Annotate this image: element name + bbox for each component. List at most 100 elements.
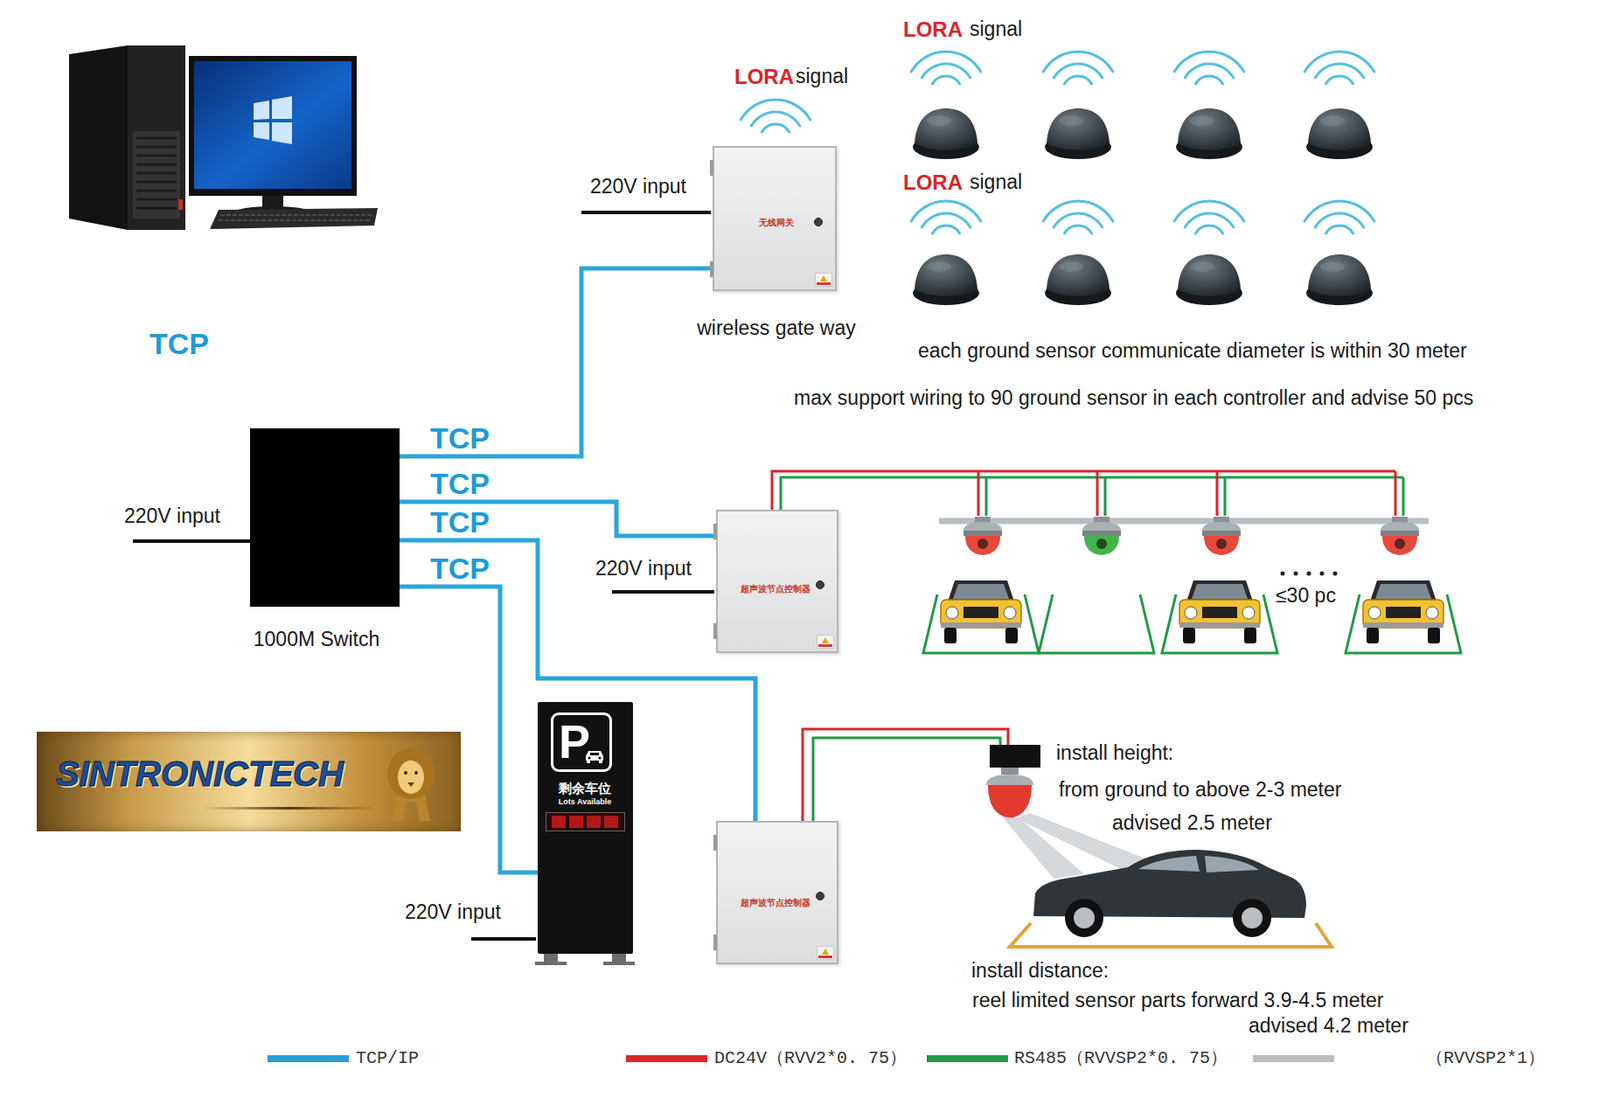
computer bbox=[253, 122, 270, 140]
computer bbox=[194, 61, 352, 189]
note: reel limited sensor parts forward 3.9-4.… bbox=[972, 988, 1384, 1012]
logo-underline bbox=[202, 806, 378, 810]
bus-wiring bbox=[986, 477, 1404, 516]
link-label: TCP bbox=[428, 553, 492, 584]
ellipsis-dots bbox=[1320, 571, 1325, 577]
power-label: 220V input bbox=[590, 174, 687, 198]
legend-text: （RVVSP2*1） bbox=[1426, 1048, 1545, 1069]
car-icon bbox=[590, 752, 599, 756]
warning-band bbox=[818, 644, 833, 647]
sign-feet bbox=[535, 953, 635, 966]
sensor-wiring bbox=[802, 729, 1009, 821]
sign-subtitle: Lots Available bbox=[558, 797, 612, 807]
display-digit bbox=[604, 815, 619, 828]
power-label: 220V input bbox=[404, 900, 501, 924]
computer bbox=[209, 208, 378, 230]
illustration bbox=[1043, 201, 1114, 234]
ellipsis-dots bbox=[1280, 571, 1338, 577]
lion-emblem bbox=[414, 771, 418, 775]
link-label: TCP bbox=[428, 468, 492, 499]
lion-emblem bbox=[407, 782, 415, 787]
illustration bbox=[1044, 254, 1112, 306]
car-side bbox=[1033, 849, 1307, 938]
overhead-sensor bbox=[1001, 767, 1019, 775]
cabinet-lock bbox=[815, 580, 825, 590]
illustration bbox=[1044, 108, 1112, 160]
warning-band bbox=[816, 282, 831, 286]
warning-sticker bbox=[816, 946, 835, 960]
car-side bbox=[1138, 855, 1200, 872]
cabinet-lock bbox=[815, 891, 825, 901]
illustration bbox=[1175, 254, 1243, 306]
link-label: TCP bbox=[428, 423, 492, 453]
signal-word: signal bbox=[795, 64, 849, 88]
car-side bbox=[1204, 855, 1260, 873]
signal-type: LORA bbox=[734, 64, 794, 90]
note: from ground to above 2-3 meter bbox=[1058, 778, 1342, 801]
parking-bay bbox=[1009, 923, 1332, 947]
illustration bbox=[1306, 108, 1373, 160]
computer bbox=[253, 100, 270, 120]
power-input-line bbox=[471, 937, 536, 941]
cabinet-hinge bbox=[713, 934, 717, 951]
sign-feet bbox=[543, 953, 558, 963]
node-controller: 超声波节点控制器 bbox=[716, 509, 839, 654]
power-input-line bbox=[612, 590, 715, 594]
count-display bbox=[545, 812, 626, 832]
note-heading: install distance: bbox=[971, 959, 1109, 982]
illustration bbox=[1202, 516, 1241, 556]
tcp-link bbox=[399, 268, 713, 457]
gateway-marking: 无线网关 bbox=[758, 217, 794, 229]
illustration bbox=[912, 254, 980, 306]
illustration bbox=[1174, 51, 1245, 84]
lion-emblem bbox=[397, 760, 425, 794]
network-switch: 1000M Switch bbox=[250, 428, 400, 607]
note-heading: install height: bbox=[1056, 741, 1174, 765]
mounting-rail bbox=[939, 518, 1429, 525]
car-icon bbox=[585, 751, 604, 761]
signal-word: signal bbox=[969, 170, 1023, 194]
illustration bbox=[1179, 580, 1260, 644]
lion-emblem bbox=[379, 744, 443, 821]
switch-label: 1000M Switch bbox=[253, 627, 380, 651]
power-input-line bbox=[132, 539, 251, 543]
bus-wiring bbox=[978, 471, 1396, 516]
ellipsis-dots bbox=[1280, 571, 1286, 577]
car-icon bbox=[587, 756, 591, 759]
wireless-gateway: 无线网关wireless gate way bbox=[712, 146, 837, 292]
controller-marking: 超声波节点控制器 bbox=[740, 584, 811, 595]
controller-marking: 超声波节点控制器 bbox=[740, 897, 811, 909]
car-icon bbox=[598, 760, 603, 764]
legend-swatch bbox=[1252, 1055, 1335, 1063]
power-label: 220V input bbox=[595, 556, 692, 580]
mount-box bbox=[989, 744, 1041, 768]
note: advised 4.2 meter bbox=[1248, 1014, 1409, 1037]
count-note: ≤30 pc bbox=[1275, 584, 1336, 607]
computer bbox=[69, 45, 128, 230]
display-digit bbox=[569, 815, 584, 828]
computer bbox=[271, 122, 293, 145]
ellipsis-dots bbox=[1333, 571, 1338, 577]
warning-mark bbox=[821, 637, 829, 644]
computer bbox=[178, 199, 183, 210]
sign-feet bbox=[612, 953, 627, 963]
sign-feet bbox=[603, 961, 635, 966]
link-label: TCP bbox=[147, 328, 211, 359]
car-icon bbox=[598, 756, 601, 759]
overhead-sensor bbox=[987, 785, 1032, 819]
link-label: TCP bbox=[428, 507, 492, 537]
warning-mark bbox=[820, 275, 828, 282]
illustration bbox=[940, 580, 1022, 644]
legend-text: RS485（RVVSP2*0. 75） bbox=[1014, 1048, 1228, 1069]
display-digit bbox=[586, 815, 601, 828]
signal-type: LORA bbox=[903, 170, 963, 195]
signal-word: signal bbox=[969, 17, 1023, 41]
illustration bbox=[963, 516, 1002, 556]
car-side bbox=[1073, 907, 1095, 929]
warning-sticker bbox=[814, 272, 833, 287]
bus-wiring bbox=[780, 477, 1404, 510]
sign-title: 剩余车位 bbox=[558, 780, 612, 796]
computer bbox=[188, 55, 357, 196]
illustration bbox=[911, 201, 981, 234]
